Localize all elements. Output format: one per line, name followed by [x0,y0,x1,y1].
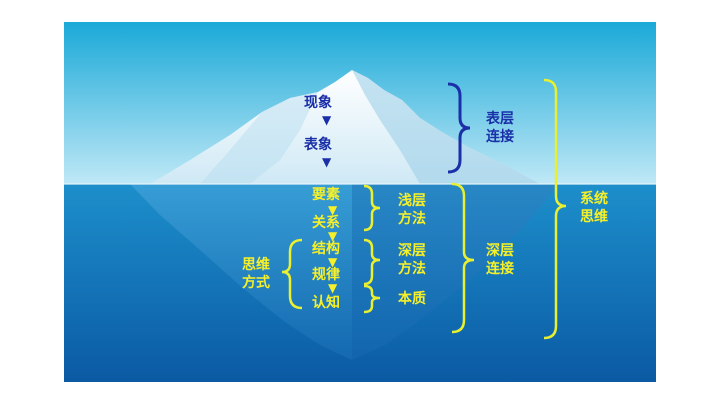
thinking-mode-bracket [281,238,303,310]
system-thinking-label: 系统 思维 [580,191,608,225]
shallow-method-label: 浅层 方法 [398,193,426,227]
arrow-down-icon: ▼ [328,203,338,217]
chain-phenomenon: 现象 [304,95,332,111]
shallow-method-bracket [363,184,381,232]
chain-law: 规律 [312,267,340,283]
surface-bracket [447,82,471,174]
deep-connection-bracket [451,182,475,334]
chain-structure: 结构 [312,241,340,257]
arrow-down-icon: ▼ [328,229,338,243]
surface-connection-label: 表层 连接 [486,111,514,145]
chain-element: 要素 [312,187,340,203]
essence-bracket [363,284,381,314]
arrow-down-icon: ▼ [328,281,338,295]
deep-method-bracket [363,238,381,286]
chain-relation: 关系 [312,215,340,231]
chain-appearance: 表象 [304,137,332,153]
iceberg-shadow [352,70,540,184]
arrow-down-icon: ▼ [328,255,338,269]
system-bracket [543,78,567,340]
arrow-down-icon: ▼ [322,113,332,127]
arrow-down-icon: ▼ [322,155,332,169]
iceberg-underwater [130,184,560,360]
thinking-mode-label: 思维 方式 [242,257,270,291]
chain-cognition: 认知 [312,295,340,311]
deep-connection-label: 深层 连接 [486,243,514,277]
deep-method-label: 深层 方法 [398,243,426,277]
essence-label: 本质 [398,291,426,307]
